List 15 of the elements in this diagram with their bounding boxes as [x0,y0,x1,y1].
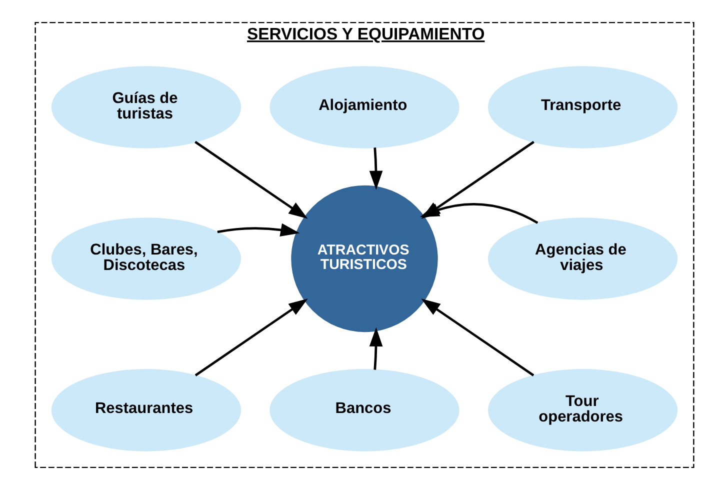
node-ellipse: Transporte [487,66,678,148]
node-ellipse: Guías de turistas [50,66,241,148]
node-ellipse: Tour operadores [487,369,678,452]
arrow [420,298,534,376]
arrow [194,140,308,219]
arrow [194,298,308,376]
node-circle: ATRACTIVOS TURISTICOS [290,185,438,332]
node-ellipse: Agencias de viajes [487,218,678,300]
node-ellipse: Restaurantes [50,369,241,452]
arrow [368,148,382,190]
node-ellipse: Alojamiento [269,66,459,148]
arrow [368,327,382,370]
node-ellipse: Bancos [269,369,459,452]
arrow [216,223,300,236]
node-ellipse: Clubes, Bares, Discotecas [50,218,241,300]
